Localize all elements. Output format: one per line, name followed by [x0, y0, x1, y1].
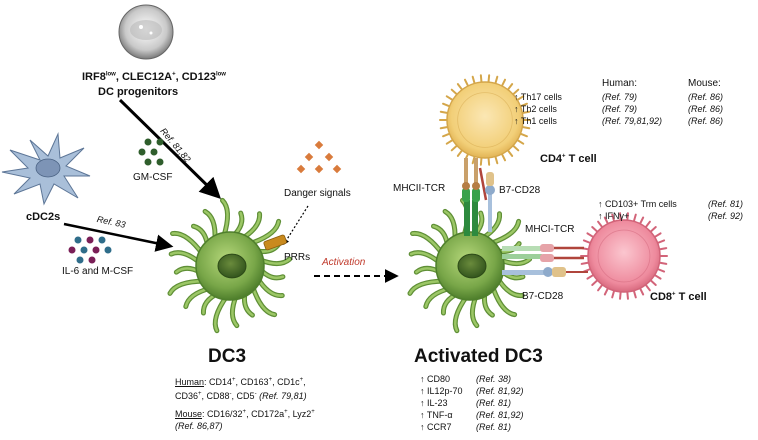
cdc2-arrow [63, 222, 174, 252]
cd4-tcell-label: CD4+ T cell [540, 153, 597, 165]
b7-cd28-top-label: B7-CD28 [499, 185, 541, 196]
cd8-effect-ref: (Ref. 92) [708, 211, 744, 221]
activated-dc3-item-name: ↑ IL-23 [420, 398, 448, 408]
header-human: Human: [602, 78, 638, 89]
prr-receptor-icon [263, 234, 287, 251]
cd4-effect-name: ↑ Th1 cells [514, 116, 557, 126]
prrs-label: PRRs [284, 252, 311, 263]
cd8-effect-ref: (Ref. 81) [708, 199, 744, 209]
cd4-tcell-icon [439, 74, 531, 166]
dc3-title: DC3 [208, 346, 247, 367]
b7-cd28-top-icon [485, 172, 495, 232]
progenitor-arrow [118, 98, 222, 199]
activated-dc3-cell-icon [407, 197, 533, 334]
mhci-tcr-complex-icon [502, 244, 584, 262]
progenitor-label-line2: DC progenitors [98, 86, 179, 98]
activated-dc3-item-name: ↑ IL12p-70 [420, 386, 463, 396]
il6-mcsf-dots-icon [68, 236, 112, 264]
cd4-effect-mouse-ref: (Ref. 86) [688, 92, 724, 102]
progenitor-cell-icon [118, 4, 174, 60]
activated-dc3-item-ref: (Ref. 81,92) [476, 386, 524, 396]
dc3-mouse-ref: (Ref. 86,87) [175, 421, 223, 431]
cd4-effect-mouse-ref: (Ref. 86) [688, 116, 724, 126]
il6-mcsf-label: IL-6 and M-CSF [62, 266, 134, 277]
activated-dc3-item-ref: (Ref. 38) [476, 374, 512, 384]
cd4-effect-row: ↑ Th1 cells (Ref. 79,81,92) (Ref. 86) [514, 116, 754, 128]
activated-dc3-item-name: ↑ CD80 [420, 374, 451, 384]
danger-arrow [283, 205, 309, 246]
danger-signals-label: Danger signals [284, 188, 351, 199]
activated-dc3-item-name: ↑ TNF-α [420, 410, 453, 420]
gm-csf-dots-icon [138, 138, 164, 166]
mhcii-tcr-label: MHCII-TCR [393, 183, 446, 194]
header-mouse: Mouse: [688, 78, 721, 89]
cd4-effect-row: ↑ Th2 cells (Ref. 79) (Ref. 86) [514, 104, 754, 116]
gm-csf-label: GM-CSF [133, 172, 173, 183]
cd4-effect-human-ref: (Ref. 79,81,92) [602, 116, 663, 126]
dc3-human-ref: (Ref. 79,81) [259, 391, 307, 401]
cdc2-cell-icon [1, 132, 91, 206]
cd4-effects-table: Human: Mouse: ↑ Th17 cells (Ref. 79) (Ref.… [514, 78, 754, 128]
activated-dc3-item: ↑ CCR7 (Ref. 81) [420, 422, 540, 434]
activated-dc3-list: ↑ CD80(Ref. 38)↑ IL12p-70(Ref. 81,92)↑ I… [420, 374, 540, 434]
cd8-effect-row: ↑ IFNγ+ (Ref. 92) [598, 211, 758, 223]
cdc2s-label: cDC2s [26, 211, 61, 223]
activated-dc3-item: ↑ IL-23 (Ref. 81) [420, 398, 540, 410]
cd8-effect-name: ↑ CD103+ Trm cells [598, 199, 677, 209]
activation-label: Activation [322, 257, 366, 268]
activated-dc3-title: Activated DC3 [414, 346, 543, 367]
cd4-effect-mouse-ref: (Ref. 86) [688, 104, 724, 114]
activated-dc3-item-ref: (Ref. 81,92) [476, 410, 524, 420]
danger-signals-icon [296, 140, 342, 174]
cd8-tcell-icon [580, 212, 668, 300]
cd4-effect-row: ↑ Th17 cells (Ref. 79) (Ref. 86) [514, 92, 754, 104]
cd4-effect-human-ref: (Ref. 79) [602, 92, 638, 102]
progenitor-label-line1: IRF8low, CLEC12A+, CD123low [82, 71, 226, 83]
activated-dc3-item-ref: (Ref. 81) [476, 422, 512, 432]
dc3-markers: Human: CD14+, CD163+, CD1c+, CD36+, CD88… [175, 377, 315, 431]
mhcii-tcr-complex-icon [462, 158, 488, 236]
activated-dc3-item: ↑ CD80 (Ref. 38) [420, 374, 540, 386]
activated-dc3-item: ↑ IL12p-70 (Ref. 81,92) [420, 386, 540, 398]
activated-dc3-item-ref: (Ref. 81) [476, 398, 512, 408]
cd4-effect-human-ref: (Ref. 79) [602, 104, 638, 114]
dc3-cell-icon [167, 197, 293, 334]
cd8-tcell-label: CD8+ T cell [650, 291, 707, 303]
cd8-effect-row: ↑ CD103+ Trm cells (Ref. 81) [598, 199, 758, 211]
cd4-effect-name: ↑ Th2 cells [514, 104, 557, 114]
activated-dc3-item: ↑ TNF-α (Ref. 81,92) [420, 410, 540, 422]
cd8-effect-name: ↑ IFNγ+ [598, 211, 630, 221]
activated-dc3-item-name: ↑ CCR7 [420, 422, 452, 432]
mhci-tcr-label: MHCI-TCR [525, 224, 575, 235]
cd8-effects-list: ↑ CD103+ Trm cells (Ref. 81) ↑ IFNγ+ (Ref. … [598, 199, 758, 223]
b7-cd28-bottom-icon [502, 267, 588, 277]
cd4-effect-name: ↑ Th17 cells [514, 92, 562, 102]
b7-cd28-bottom-label: B7-CD28 [522, 291, 564, 302]
